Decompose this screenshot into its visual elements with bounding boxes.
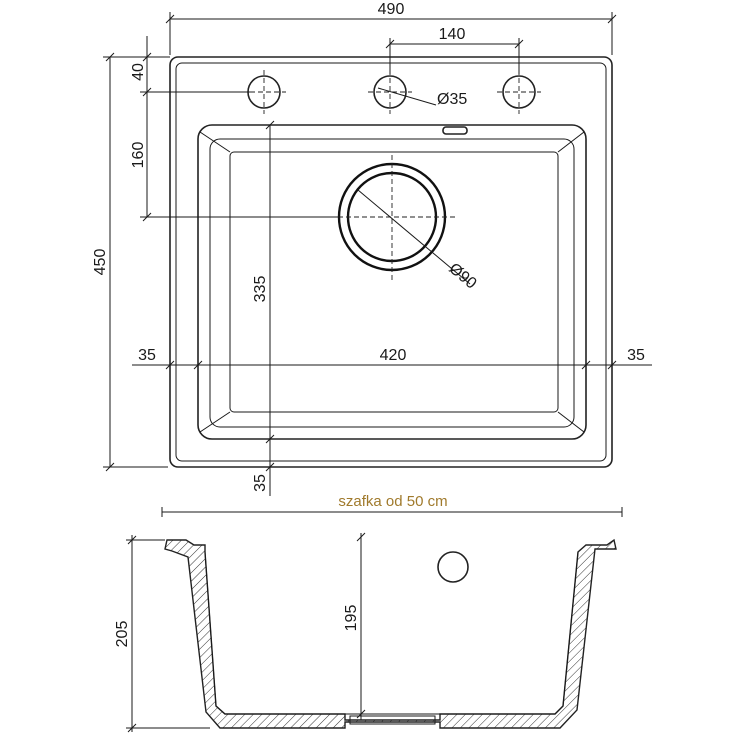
dim-side-bowl-depth-label: 195 bbox=[343, 605, 360, 632]
dim-drain-label: Ø90 bbox=[445, 260, 479, 293]
dimension-side-bowl-depth: 195 bbox=[343, 532, 366, 720]
sink-wall-section bbox=[164, 538, 617, 729]
dim-top-margin-label: 40 bbox=[130, 63, 147, 81]
tap-hole-centerlines bbox=[242, 70, 541, 114]
bowl-floor bbox=[229, 151, 559, 413]
dim-bowl-width-label: 420 bbox=[380, 347, 407, 364]
dim-drain-offset-label: 160 bbox=[130, 142, 147, 169]
bowl-rim-outer bbox=[197, 124, 587, 440]
dimension-width: 490 bbox=[165, 1, 617, 55]
dimension-tap-spacing: 140 bbox=[385, 26, 524, 74]
dimension-drain-offset: 160 bbox=[130, 92, 340, 222]
sink-outer-outline bbox=[169, 56, 613, 468]
bowl-corner-line bbox=[199, 131, 231, 153]
tap-hole-right bbox=[502, 75, 536, 109]
bowl-corner-line bbox=[557, 131, 585, 153]
cabinet-dimension: szafka od 50 cm bbox=[161, 493, 623, 517]
sink-inner-profile bbox=[204, 551, 579, 715]
sink-outer-inner-line bbox=[175, 62, 607, 462]
dim-height-label: 450 bbox=[92, 249, 109, 276]
dimension-top-margin: 40 bbox=[130, 36, 250, 97]
dimension-height: 450 bbox=[92, 52, 168, 472]
dim-width-label: 490 bbox=[378, 1, 405, 18]
tap-hole-center bbox=[373, 75, 407, 109]
bowl-rim-inner bbox=[209, 138, 575, 428]
bowl-corner-line bbox=[199, 411, 231, 433]
cabinet-label: szafka od 50 cm bbox=[338, 493, 447, 510]
dim-right-rim-label: 35 bbox=[627, 347, 645, 364]
drain-recess bbox=[349, 715, 436, 725]
dim-left-rim-label: 35 bbox=[138, 347, 156, 364]
dim-bowl-depth-label: 335 bbox=[252, 276, 269, 303]
dimension-bottom-rim: 35 bbox=[252, 439, 275, 496]
overflow-hole bbox=[437, 551, 469, 583]
dim-total-depth-label: 205 bbox=[114, 621, 131, 648]
dimension-total-depth: 205 bbox=[114, 535, 210, 733]
dim-bottom-rim-label: 35 bbox=[252, 474, 269, 492]
overflow-slot bbox=[442, 126, 468, 135]
dim-tap-spacing-label: 140 bbox=[439, 26, 466, 43]
dim-tap-hole-label: Ø35 bbox=[437, 91, 467, 108]
dimension-drain: Ø90 bbox=[357, 189, 480, 293]
bowl-corner-line bbox=[557, 411, 585, 433]
dimension-tap-hole: Ø35 bbox=[377, 87, 467, 108]
top-view: 490 140 Ø35 40 bbox=[92, 1, 652, 496]
side-view: 205 195 bbox=[114, 532, 617, 733]
dimension-horizontal-rims: 35 420 35 bbox=[132, 347, 652, 370]
dimension-bowl-depth: 335 bbox=[252, 120, 275, 444]
